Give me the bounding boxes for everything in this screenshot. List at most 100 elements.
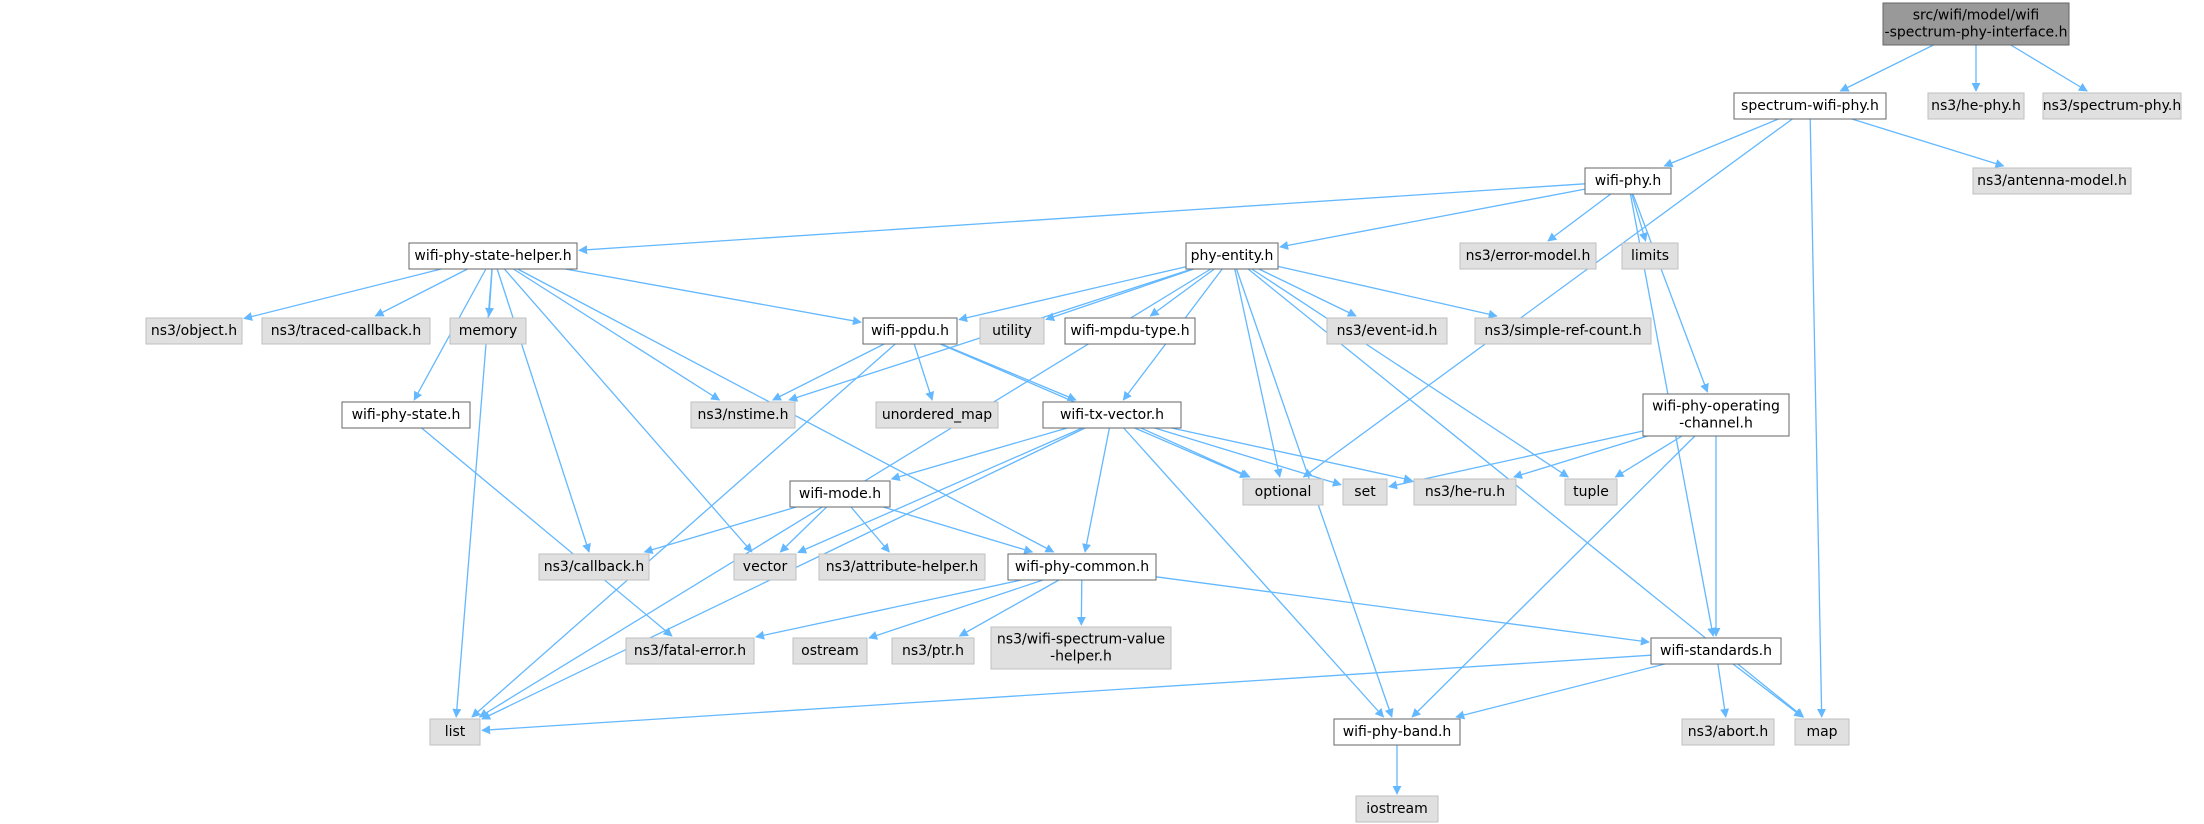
node-ptr: ns3/ptr.h (891, 637, 975, 665)
node-box (875, 401, 999, 429)
node-wifi-phy-common[interactable]: wifi-phy-common.h (1007, 553, 1157, 581)
node-label: wifi-ppdu.h (871, 323, 949, 339)
node-label: ns3/he-ru.h (1425, 484, 1505, 500)
node-label: phy-entity.h (1191, 248, 1274, 264)
edge-wifi_phy_common-to-ptr (958, 579, 1060, 637)
node-spectrum-wifi-phy[interactable]: spectrum-wifi-phy.h (1733, 92, 1887, 120)
node-label: wifi-tx-vector.h (1060, 407, 1164, 423)
node-label: ostream (801, 643, 859, 659)
node-object: ns3/object.h (145, 317, 243, 345)
node-wifi-phy-band[interactable]: wifi-phy-band.h (1333, 718, 1461, 746)
node-box (979, 317, 1045, 345)
edge-wifi_mode-to-wifi_phy_common (882, 506, 1034, 554)
node-box (1355, 795, 1439, 823)
node-box (1064, 317, 1196, 345)
node-label: ns3/spectrum-phy.h (2043, 98, 2181, 114)
node-box (341, 401, 471, 429)
node-attribute-helper: ns3/attribute-helper.h (818, 553, 986, 581)
edge-wifi_mode-to-attribute_helper (850, 506, 890, 553)
node-label: wifi-mpdu-type.h (1070, 323, 1189, 339)
node-box (1642, 393, 1790, 437)
edge-wifi_phy_state-to-fatal_error (421, 427, 673, 637)
edge-wifi_phy_operating_channel-to-tuple (1614, 435, 1683, 478)
edge-root-to-spectrum_wifi_phy (1839, 44, 1934, 92)
node-label: ns3/event-id.h (1337, 323, 1438, 339)
edge-wifi_tx_vector-to-vector (797, 427, 1083, 554)
edge-wifi_phy_common-to-wifi_standards (1155, 576, 1650, 646)
node-traced-callback: ns3/traced-callback.h (261, 317, 431, 345)
node-box (1733, 92, 1887, 120)
edge-wifi_phy_state_helper-to-vector (503, 268, 753, 553)
node-wifi-phy-state-helper[interactable]: wifi-phy-state-helper.h (408, 242, 578, 270)
edge-wifi_mode-to-vector (779, 506, 828, 553)
edge-wifi_ppdu-to-unordered_map (913, 343, 935, 401)
node-wifi-ppdu[interactable]: wifi-ppdu.h (862, 317, 958, 345)
node-box (1564, 478, 1618, 506)
node-box (2042, 92, 2182, 120)
edge-wifi_phy_operating_channel-to-he_ru (1513, 435, 1648, 479)
node-wifi-phy-operating-channel[interactable]: wifi-phy-operating-channel.h (1642, 393, 1790, 437)
node-box (538, 553, 650, 581)
node-label: unordered_map (882, 407, 992, 423)
node-label: ns3/abort.h (1688, 724, 1768, 740)
edge-spectrum_wifi_phy-to-wifi_phy (1663, 118, 1779, 168)
node-wifi-mpdu-type[interactable]: wifi-mpdu-type.h (1064, 317, 1196, 345)
node-limits: limits (1621, 242, 1679, 270)
node-label: wifi-standards.h (1660, 643, 1772, 659)
edge-wifi_phy_state_helper-to-object (243, 268, 442, 321)
node-iostream: iostream (1355, 795, 1439, 823)
node-box (891, 637, 975, 665)
node-box (145, 317, 243, 345)
edge-phy_entity-to-wifi_ppdu (958, 266, 1187, 323)
node-box (1972, 167, 2132, 195)
edge-wifi_phy_state_helper-to-nstime (513, 268, 721, 401)
edge-wifi_phy-to-wifi_phy_state_helper (578, 183, 1586, 255)
node-label: ns3/traced-callback.h (271, 323, 422, 339)
edge-wifi_tx_vector-to-he_ru (1171, 427, 1413, 484)
node-label: map (1806, 724, 1837, 740)
node-wifi-phy-state[interactable]: wifi-phy-state.h (341, 401, 471, 429)
node-box (1927, 92, 2025, 120)
edge-spectrum_wifi_phy-to-antenna_model (1851, 118, 2005, 168)
node-root: src/wifi/model/wifi-spectrum-phy-interfa… (1882, 2, 2070, 46)
node-wifi-standards[interactable]: wifi-standards.h (1650, 637, 1782, 665)
node-wifi-phy[interactable]: wifi-phy.h (1584, 167, 1672, 195)
node-simple-ref-count: ns3/simple-ref-count.h (1474, 317, 1652, 345)
node-callback: ns3/callback.h (538, 553, 650, 581)
edge-wifi_phy_state_helper-to-callback (496, 268, 591, 553)
node-box (862, 317, 958, 345)
node-label: memory (459, 323, 518, 339)
edge-phy_entity-to-tuple (1251, 268, 1569, 478)
node-phy-entity[interactable]: phy-entity.h (1185, 242, 1279, 270)
node-label: wifi-mode.h (799, 486, 881, 502)
node-box (1681, 718, 1775, 746)
node-label: ns3/he-phy.h (1931, 98, 2021, 114)
edge-phy_entity-to-optional (1234, 268, 1283, 478)
node-box (789, 480, 891, 508)
node-label: ns3/callback.h (544, 559, 644, 575)
edge-wifi_phy_state_helper-to-traced_callback (374, 268, 468, 317)
node-wifi-mode[interactable]: wifi-mode.h (789, 480, 891, 508)
node-label: ns3/nstime.h (698, 407, 789, 423)
node-box (1326, 317, 1448, 345)
node-label: set (1354, 484, 1376, 500)
node-wifi-tx-vector[interactable]: wifi-tx-vector.h (1042, 401, 1182, 429)
node-nstime: ns3/nstime.h (690, 401, 796, 429)
node-label: ns3/attribute-helper.h (826, 559, 979, 575)
node-box (1474, 317, 1652, 345)
edge-wifi_tx_vector-to-wifi_phy_common (1082, 427, 1111, 553)
edge-wifi_phy-to-phy_entity (1279, 188, 1586, 250)
edge-wifi_standards-to-map (1732, 663, 1804, 718)
edge-wifi_standards-to-abort (1717, 663, 1730, 718)
edge-wifi_phy_operating_channel-to-set (1388, 430, 1644, 490)
node-label: tuple (1573, 484, 1609, 500)
node-box (733, 553, 797, 581)
node-box (1650, 637, 1782, 665)
edge-wifi_phy-to-wifi_phy_operating_channel (1632, 193, 1709, 393)
node-box (408, 242, 578, 270)
node-optional: optional (1242, 478, 1324, 506)
node-label: ns3/fatal-error.h (634, 643, 746, 659)
edge-wifi_phy-to-error_model (1547, 193, 1612, 242)
node-box (1342, 478, 1388, 506)
node-box (1882, 2, 2070, 46)
